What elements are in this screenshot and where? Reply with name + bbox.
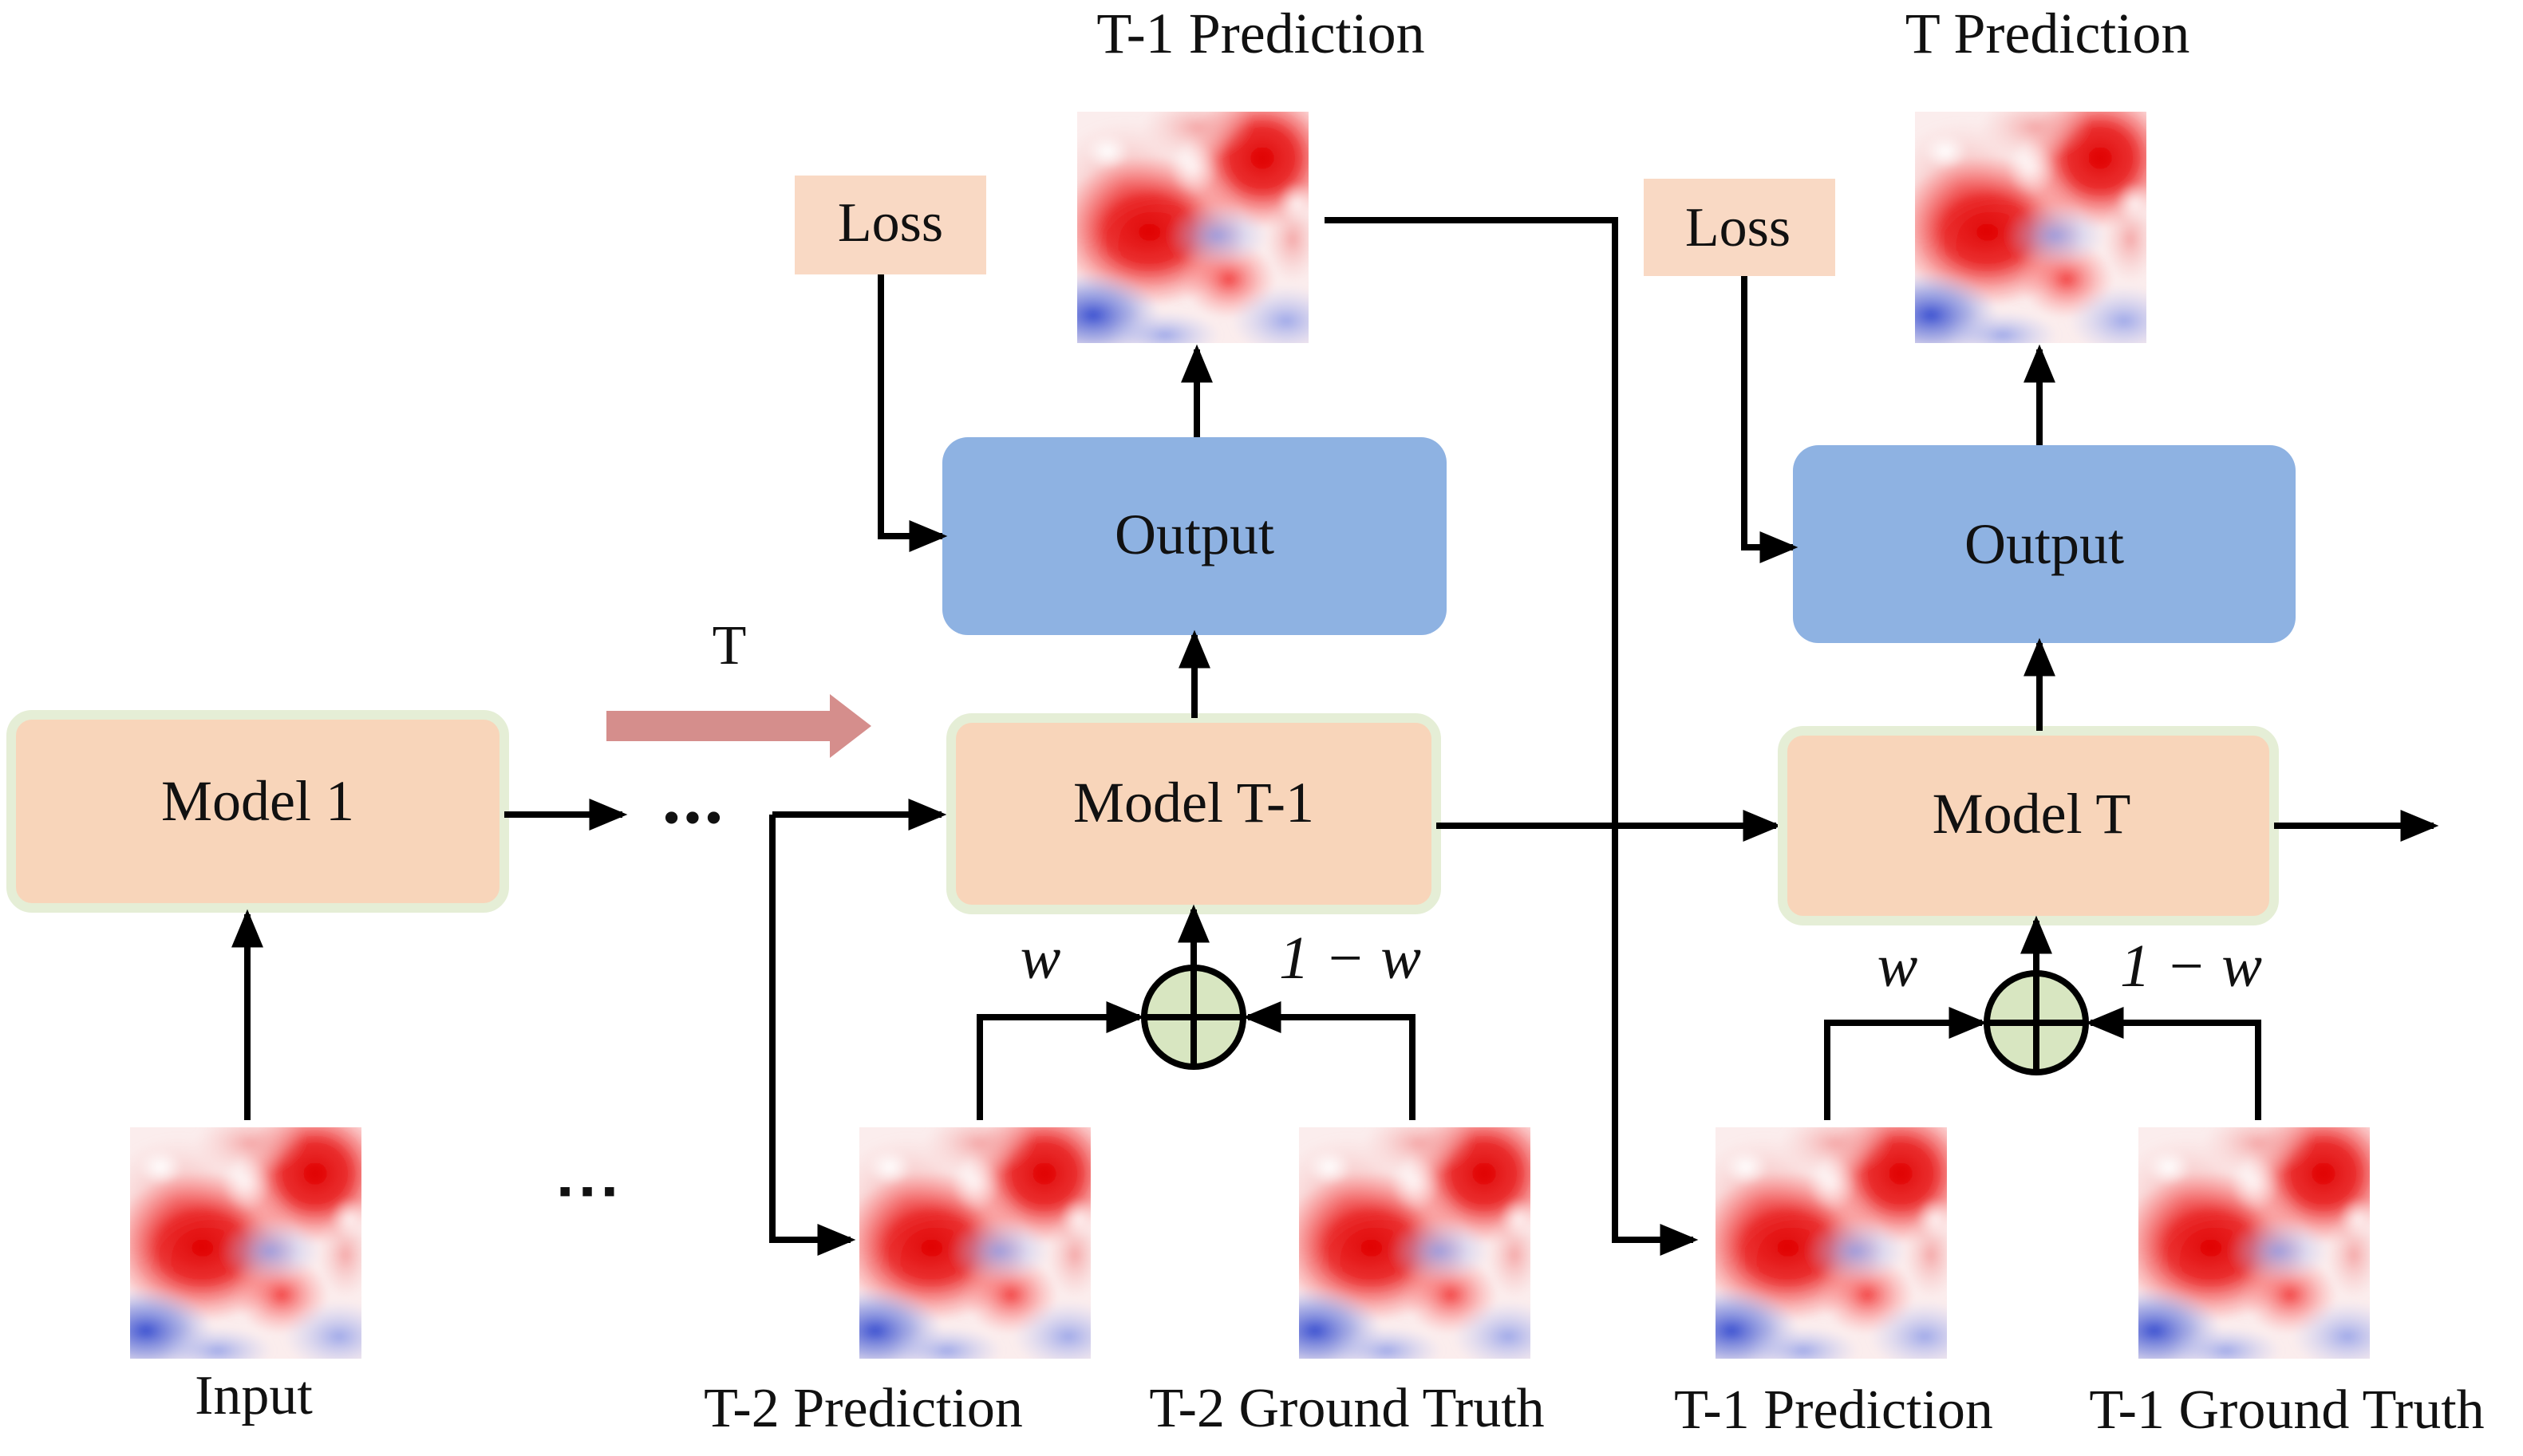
output-t-block: Output — [1793, 445, 2296, 643]
t-1-prediction-feed-arrow — [1325, 217, 1699, 1256]
output-t-1-label: Output — [1115, 503, 1274, 566]
loss-t-box — [1644, 179, 1835, 276]
loss-t-1-label: Loss — [838, 192, 943, 254]
t-1-ground-truth-to-sum-arrow — [2085, 1007, 2261, 1120]
loss-t-1-box — [795, 176, 986, 274]
t-2-ground-truth-caption: T-2 Ground Truth — [1149, 1378, 1544, 1439]
weight-w-t-1: w — [1021, 925, 1061, 992]
t-2-ground-truth-heatmap-icon — [1247, 1102, 1564, 1375]
t-prediction-heatmap-icon — [1863, 86, 2180, 359]
t-2-prediction-heatmap-icon — [807, 1102, 1124, 1375]
loss-t-block: Loss — [1644, 179, 1835, 276]
time-direction-label: T — [713, 615, 747, 677]
t-prediction-title: T Prediction — [1905, 2, 2190, 65]
t-1-prediction-heatmap-icon — [1025, 86, 1342, 359]
t-1-prediction-input-caption: T-1 Prediction — [1674, 1379, 1993, 1441]
sum-node-t — [1984, 970, 2089, 1075]
output-t-1-block: Output — [942, 437, 1447, 635]
t-1-ground-truth-caption: T-1 Ground Truth — [2089, 1379, 2484, 1441]
t-1-prediction-title: T-1 Prediction — [1096, 2, 1424, 65]
output-t-label: Output — [1964, 512, 2124, 576]
model-t-label: Model T — [1933, 782, 2131, 846]
model-1-label: Model 1 — [161, 769, 354, 833]
t-1-prediction-to-sum-arrow — [1824, 1007, 1988, 1120]
t-2-ground-truth-to-sum-arrow — [1242, 1001, 1415, 1120]
weight-w-t: w — [1877, 933, 1918, 1000]
ellipsis-inline: ••• — [662, 789, 725, 846]
loss-t-1-block: Loss — [795, 176, 986, 274]
sum-node-t-1 — [1141, 965, 1246, 1070]
t-2-prediction-feed-arrow — [769, 815, 856, 1256]
t-1-prediction-input-heatmap-icon — [1664, 1102, 1980, 1375]
t-1-ground-truth-heatmap-icon — [2087, 1102, 2403, 1375]
model-t-1-block: Model T-1 — [946, 713, 1441, 914]
model-t-block: Model T — [1778, 726, 2279, 925]
loss-t-1-to-output-arrow — [878, 274, 948, 552]
ellipsis-lower: ▪ ▪ ▪ — [559, 1170, 616, 1211]
time-direction-arrow: T — [606, 615, 871, 758]
weight-1-minus-w-t-1: 1 − w — [1279, 925, 1421, 992]
t-2-prediction-to-sum-arrow — [977, 1001, 1145, 1120]
model-1-block: Model 1 — [6, 710, 509, 913]
t-2-prediction-caption: T-2 Prediction — [704, 1378, 1023, 1439]
input-heatmap-icon — [78, 1102, 395, 1375]
input-caption: Input — [195, 1365, 313, 1426]
model-t-1-label: Model T-1 — [1073, 771, 1314, 835]
loss-t-to-output-arrow — [1741, 276, 1798, 563]
output-t-box — [1793, 445, 2296, 643]
loss-t-label: Loss — [1685, 197, 1791, 258]
weight-1-minus-w-t: 1 − w — [2120, 933, 2262, 1000]
output-t-1-box — [942, 437, 1447, 635]
